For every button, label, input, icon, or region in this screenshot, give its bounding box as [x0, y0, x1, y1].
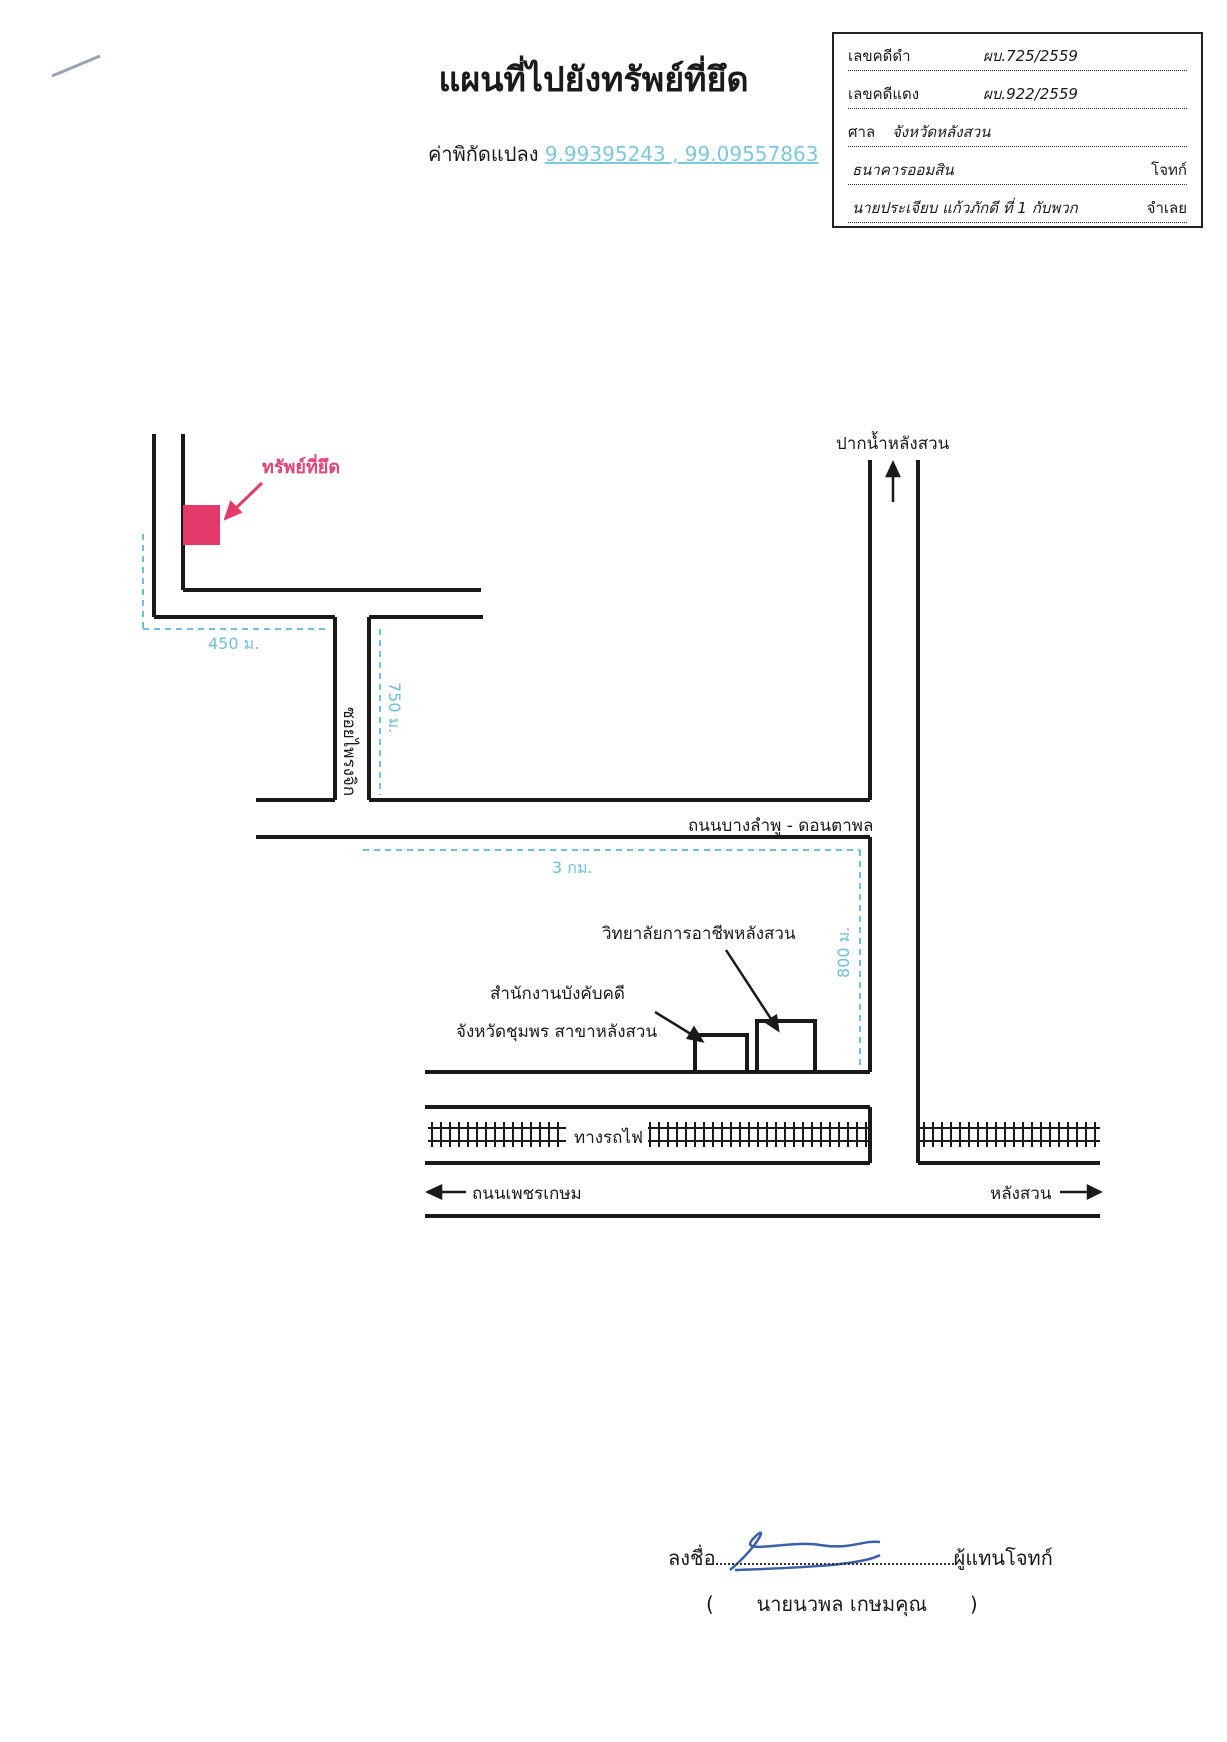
distance-450: 450 ม.	[208, 634, 260, 653]
red-case-value: ผบ.922/2559	[983, 85, 1078, 103]
distance-lines	[142, 534, 861, 1065]
seized-property-label: ทรัพย์ที่ยึด	[262, 457, 341, 478]
signer-name: ( นายนวพล เกษมคุณ )	[706, 1588, 978, 1620]
court-value: จังหวัดหลังสวน	[892, 123, 991, 141]
coordinates-value: 9.99395243 , 99.09557863	[544, 142, 819, 166]
defendant-label: จำเลย	[1146, 199, 1187, 217]
distance-3km: 3 กม.	[552, 858, 593, 877]
office-building	[693, 1033, 749, 1074]
signature-line: ลงชื่อ ผู้แทนโจทก์	[668, 1542, 1053, 1574]
main-road-label: ถนนบางลำพู - ดอนตาพล	[688, 816, 874, 836]
north-road-label: ปากน้ำหลังสวน	[836, 434, 950, 454]
railway-label: ทางรถไฟ	[570, 1124, 648, 1151]
coordinates-label: ค่าพิกัดแปลง	[428, 142, 539, 166]
office-label-line1: สำนักงานบังคับคดี	[490, 984, 625, 1004]
black-case-value: ผบ.725/2559	[983, 47, 1078, 65]
pen-mark	[51, 54, 101, 78]
east-road-label: หลังสวน	[990, 1184, 1052, 1204]
plaintiff-row: ธนาคารออมสิน โจทก์	[848, 161, 1187, 185]
red-case-label: เลขคดีแดง	[848, 85, 920, 103]
distance-750: 750 ม.	[385, 682, 404, 734]
property-arrow	[223, 481, 264, 521]
office-label-line2: จังหวัดชุมพร สาขาหลังสวน	[456, 1022, 658, 1042]
signer-name-text: นายนวพล เกษมคุณ	[756, 1592, 928, 1616]
open-paren: (	[706, 1592, 714, 1616]
close-paren: )	[969, 1592, 978, 1616]
signature-scribble	[729, 1531, 881, 1572]
role-label: ผู้แทนโจทก์	[953, 1546, 1053, 1570]
court-row: ศาล จังหวัดหลังสวน	[848, 123, 1187, 147]
black-case-row: เลขคดีดำ ผบ.725/2559	[848, 47, 1187, 71]
black-case-label: เลขคดีดำ	[848, 47, 911, 65]
plaintiff-value: ธนาคารออมสิน	[852, 161, 954, 179]
case-info-box: เลขคดีดำ ผบ.725/2559 เลขคดีแดง ผบ.922/25…	[832, 32, 1203, 228]
page-title: แผนที่ไปยังทรัพย์ที่ยึด	[438, 60, 749, 100]
west-road-label: ถนนเพชรเกษม	[472, 1184, 582, 1204]
plaintiff-label: โจทก์	[1151, 161, 1187, 179]
railway-track	[428, 1122, 1100, 1147]
signature-dots	[715, 1545, 954, 1565]
college-building	[755, 1019, 817, 1074]
seized-property-marker	[183, 505, 220, 545]
soi-label: ซอยไพรงจิก	[339, 707, 359, 797]
defendant-row: นายประเจียบ แก้วภักดี ที่ 1 กับพวก จำเลย	[848, 199, 1187, 223]
distance-800: 800 ม.	[834, 926, 853, 978]
sign-label: ลงชื่อ	[668, 1546, 716, 1570]
court-label: ศาล	[848, 123, 876, 141]
coordinates: ค่าพิกัดแปลง 9.99395243 , 99.09557863	[428, 138, 818, 170]
red-case-row: เลขคดีแดง ผบ.922/2559	[848, 85, 1187, 109]
road-lines	[152, 434, 1100, 1218]
defendant-value: นายประเจียบ แก้วภักดี ที่ 1 กับพวก	[852, 199, 1078, 217]
college-label: วิทยาลัยการอาชีพหลังสวน	[602, 924, 796, 944]
pointer-arrows	[425, 460, 1103, 1201]
